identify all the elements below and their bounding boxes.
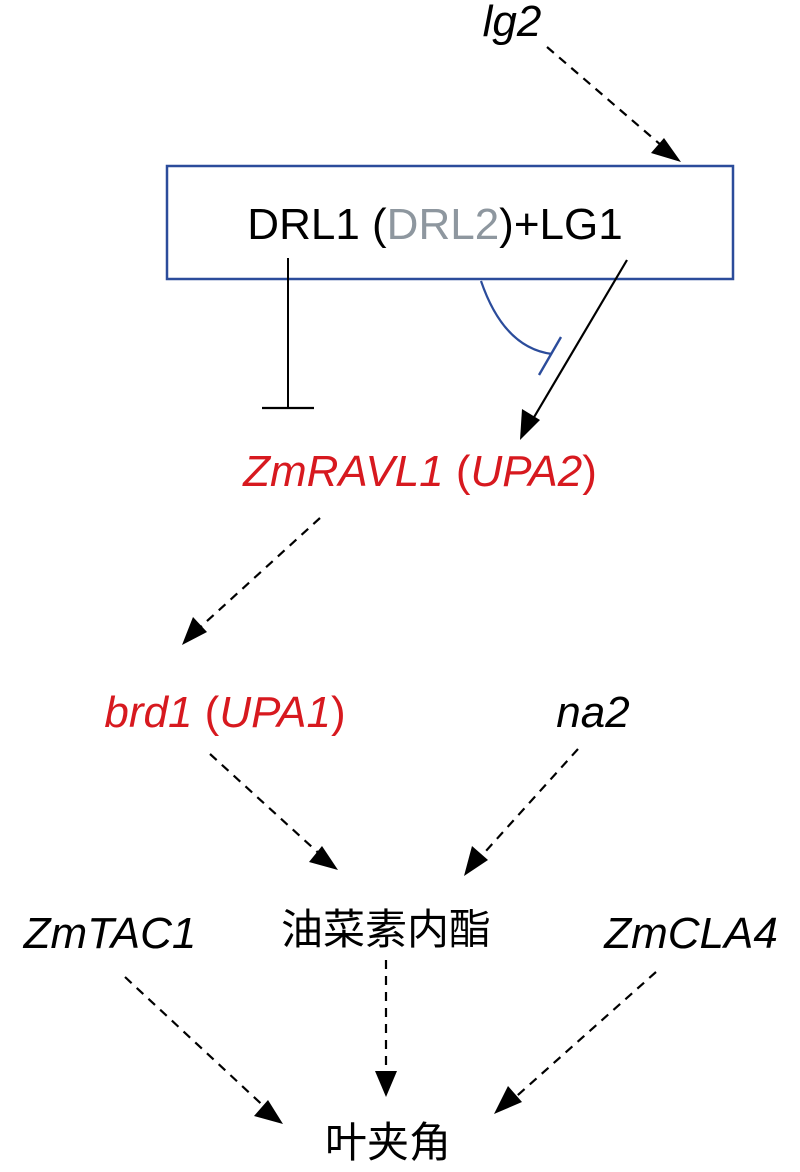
edge-zmtac1-to-leaf-angle: [124, 976, 271, 1113]
arrowhead-na2-to-brassinolide: [464, 846, 488, 876]
complex-box: [165, 164, 735, 281]
leaf-angle-label: 叶夹角: [325, 1118, 451, 1167]
arrowhead-zmtac1-to-leaf-angle: [254, 1100, 283, 1124]
brd1-close: ): [331, 688, 346, 737]
zmtac1-label: ZmTAC1: [23, 909, 197, 958]
edge-lg1-to-zmravl1: [529, 259, 628, 425]
drl1-text: DRL1 (: [247, 200, 387, 249]
zmravl1-close: ): [582, 447, 597, 496]
edge-drl1-inhibits-lg1: [479, 280, 553, 356]
arrowhead-zmcla4-to-leaf-angle: [494, 1086, 522, 1114]
edge-lg2-to-complex: [546, 46, 677, 159]
brd1-gene: brd1: [104, 688, 192, 737]
complex-label: DRL1 (DRL2)+LG1: [247, 200, 622, 249]
drl2-text: DRL2: [387, 200, 500, 249]
arrowhead-zmravl1-to-brd1: [182, 617, 207, 645]
edge-zmcla4-to-leaf-angle: [509, 971, 657, 1103]
edge-zmravl1-to-brd1: [194, 517, 321, 633]
zmravl1-gene: ZmRAVL1: [242, 447, 444, 496]
brd1-label: brd1 (UPA1): [104, 688, 345, 737]
brd1-alias: UPA1: [219, 688, 331, 737]
arrowhead-lg2-to-complex: [651, 138, 681, 162]
arrowhead-brassinolide-to-leaf-angle: [375, 1071, 397, 1097]
lg2-label: lg2: [483, 0, 542, 46]
arrowhead-lg1-to-zmravl1: [520, 409, 540, 440]
zmravl1-alias: UPA2: [471, 447, 583, 496]
brassinolide-label: 油菜素内酯: [281, 905, 491, 954]
arrowhead-brd1-to-brassinolide: [309, 846, 338, 870]
tbar-drl1-inhibits-lg1: [537, 336, 563, 376]
lg1-text: )+LG1: [499, 200, 623, 249]
zmravl1-label: ZmRAVL1 (UPA2): [242, 447, 597, 496]
edges: [124, 46, 681, 1124]
zmcla4-label: ZmCLA4: [603, 909, 778, 958]
brd1-open: (: [192, 688, 219, 737]
edge-brd1-to-brassinolide: [209, 753, 325, 859]
na2-label: na2: [556, 688, 629, 737]
zmravl1-open: (: [444, 447, 471, 496]
edge-na2-to-brassinolide: [475, 748, 579, 863]
